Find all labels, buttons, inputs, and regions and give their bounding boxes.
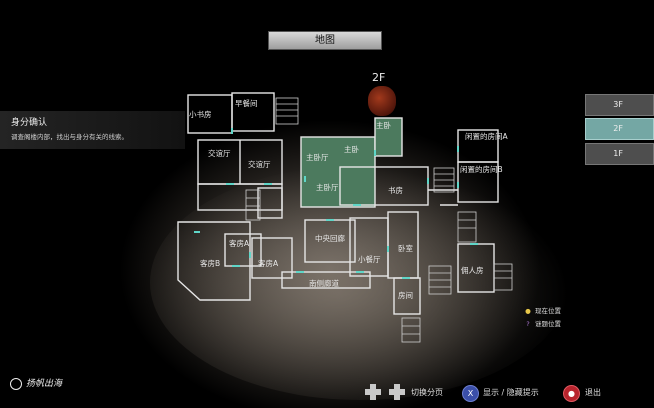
- floor-button-2f[interactable]: 2F: [585, 118, 654, 140]
- room-label-small-study: 小书房: [189, 109, 212, 119]
- stairs: [245, 97, 513, 343]
- master-suite-area: [300, 136, 376, 208]
- watermark-logo-icon: [10, 377, 22, 390]
- room-label-servant: 佣人房: [461, 265, 484, 275]
- room-label-master-hall: 主卧厅: [306, 152, 329, 162]
- hint-exit[interactable]: 退出: [585, 388, 601, 397]
- room-label-central-corridor: 中央回廊: [315, 233, 345, 243]
- watermark: 扬帆出海: [10, 376, 62, 390]
- hint-switch-page[interactable]: 切换分页: [411, 388, 443, 397]
- floor-button-1f[interactable]: 1F: [585, 143, 654, 165]
- guest-room-b: [177, 221, 251, 301]
- objective-description: 调查阁楼内部，找出与身分有关的线索。: [11, 133, 128, 141]
- exit-button-icon[interactable]: ●: [563, 385, 580, 402]
- breakfast-room: [231, 92, 275, 132]
- location-pin-icon: ●: [525, 307, 531, 315]
- objective-panel: 身分确认 调查阁楼内部，找出与身分有关的线索。: [0, 111, 185, 149]
- room-label-study: 书房: [388, 185, 403, 195]
- question-mark-icon: ?: [526, 320, 530, 328]
- creature-figure: [368, 86, 396, 116]
- hint-toggle[interactable]: 显示 / 隐藏提示: [483, 388, 539, 397]
- room-label-bedroom: 卧室: [398, 243, 413, 253]
- room-label-unused-b: 闲置的房间B: [460, 164, 503, 174]
- guest-room-a-top: [224, 233, 262, 267]
- south-corridor: [281, 271, 371, 289]
- map-title-bar: 地图: [268, 31, 382, 50]
- map-walls: [177, 92, 499, 315]
- room-label-room: 房间: [398, 290, 413, 300]
- current-floor-label: 2F: [372, 71, 386, 84]
- dpad-right-icon: [389, 384, 405, 400]
- room-label-small-dining: 小餐厅: [358, 255, 381, 264]
- legend-puzzle: ?谜题位置: [524, 318, 561, 328]
- floor-button-3f[interactable]: 3F: [585, 94, 654, 116]
- room-label-guest-b: 客房B: [200, 258, 220, 268]
- room-label-breakfast: 早餐间: [235, 99, 258, 108]
- room-label-unused-a: 闲置的房间A: [465, 131, 508, 141]
- room-label-lounge-1: 交谊厅: [208, 148, 231, 158]
- room-label-lounge-2: 交谊厅: [248, 159, 271, 169]
- room-label-south-corridor: 南侧廊道: [309, 278, 339, 288]
- legend-current: ●现在位置: [525, 307, 561, 315]
- master-bedroom-top: [374, 117, 403, 157]
- objective-title: 身分确认: [11, 118, 48, 128]
- room-label-master-bedroom-mid: 主卧: [344, 144, 359, 154]
- room-label-master-bedroom-top: 主卧: [376, 120, 391, 130]
- map-title: 地图: [315, 35, 335, 46]
- room-labels: 小书房 早餐间 主卧 闲置的房间A 交谊厅 交谊厅 主卧厅 主卧 主卧厅 闲置的…: [189, 99, 508, 300]
- room-label-guest-a-top: 客房A: [229, 238, 250, 248]
- study-room: [339, 166, 429, 206]
- small-dining-room: [349, 217, 389, 277]
- dpad-left-icon: [365, 384, 381, 400]
- doors: [194, 128, 478, 279]
- room-label-guest-a: 客房A: [258, 258, 279, 268]
- room-label-master-hall-2: 主卧厅: [316, 182, 339, 192]
- guest-room-a: [251, 237, 293, 279]
- x-button-icon[interactable]: X: [462, 385, 479, 402]
